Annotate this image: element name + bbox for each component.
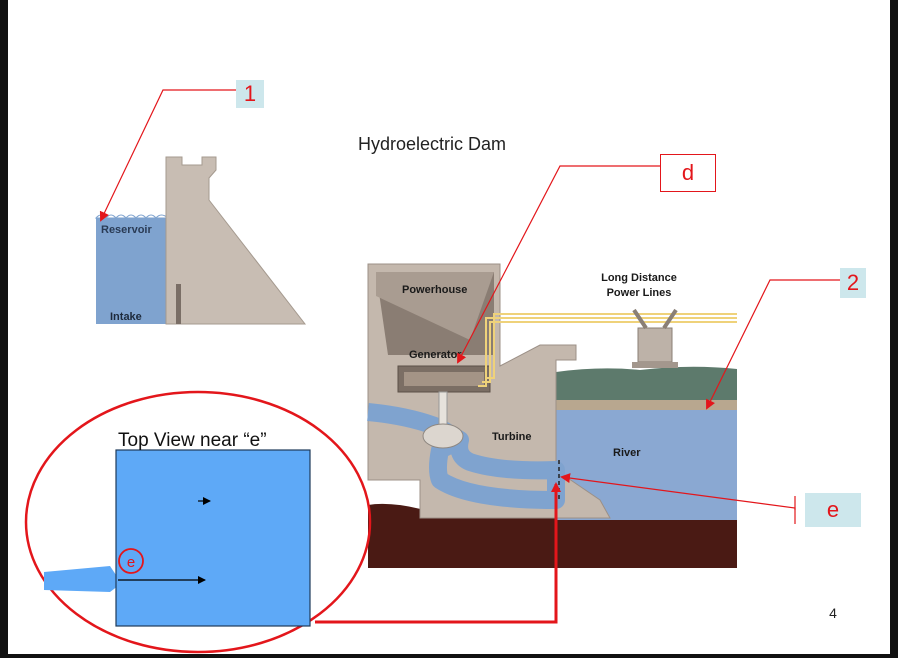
reservoir-water	[96, 218, 168, 324]
page-number: 4	[829, 605, 837, 621]
dam-wall	[165, 156, 307, 325]
powerhouse-label: Powerhouse	[402, 284, 467, 296]
top-view-connector	[315, 482, 561, 624]
turbine-label: Turbine	[492, 431, 532, 443]
callout-tag-2: 2	[840, 268, 866, 298]
hydro-plant: Powerhouse Generator Turbine River Long …	[367, 263, 737, 568]
callout-1-line	[99, 89, 236, 222]
e-location-label: e	[127, 554, 135, 571]
generator-label: Generator	[409, 349, 462, 361]
slide-frame-left	[0, 0, 8, 658]
intake-label: Intake	[110, 311, 142, 323]
generator-rotor	[404, 372, 484, 386]
transformer	[632, 308, 678, 368]
dam-cross-section: Reservoir Intake	[94, 156, 307, 325]
power-lines-label-1: Long Distance	[601, 272, 677, 284]
turbine-wheel	[422, 423, 464, 449]
slide-title: Hydroelectric Dam	[358, 134, 506, 154]
callout-tag-1: 1	[236, 80, 264, 108]
e-location-circle	[118, 548, 144, 574]
river-pebbles	[556, 400, 737, 410]
top-view-highlight-ellipse	[24, 390, 372, 654]
intake-channel	[176, 284, 181, 324]
callout-lines	[99, 89, 840, 524]
slide-frame-bottom	[0, 654, 898, 658]
turbine-shaft	[438, 391, 448, 429]
top-view-inset: Top View near “e” e	[24, 390, 372, 654]
callout-2-line	[706, 279, 840, 410]
power-cables	[478, 313, 737, 387]
slide-frame-right	[890, 0, 898, 658]
callout-tag-e: e	[805, 493, 861, 527]
reservoir-waves	[94, 214, 170, 219]
inlet-jet	[44, 566, 118, 592]
river-bank	[556, 366, 737, 410]
callout-tag-d: d	[660, 154, 716, 192]
reservoir-label: Reservoir	[101, 224, 152, 236]
callout-d-line	[457, 165, 660, 364]
power-lines-label-2: Power Lines	[607, 287, 672, 299]
powerhouse-roof-shadow	[376, 272, 494, 340]
top-view-title: Top View near “e”	[118, 430, 267, 451]
top-view-water	[115, 449, 311, 627]
river-label: River	[613, 447, 641, 459]
